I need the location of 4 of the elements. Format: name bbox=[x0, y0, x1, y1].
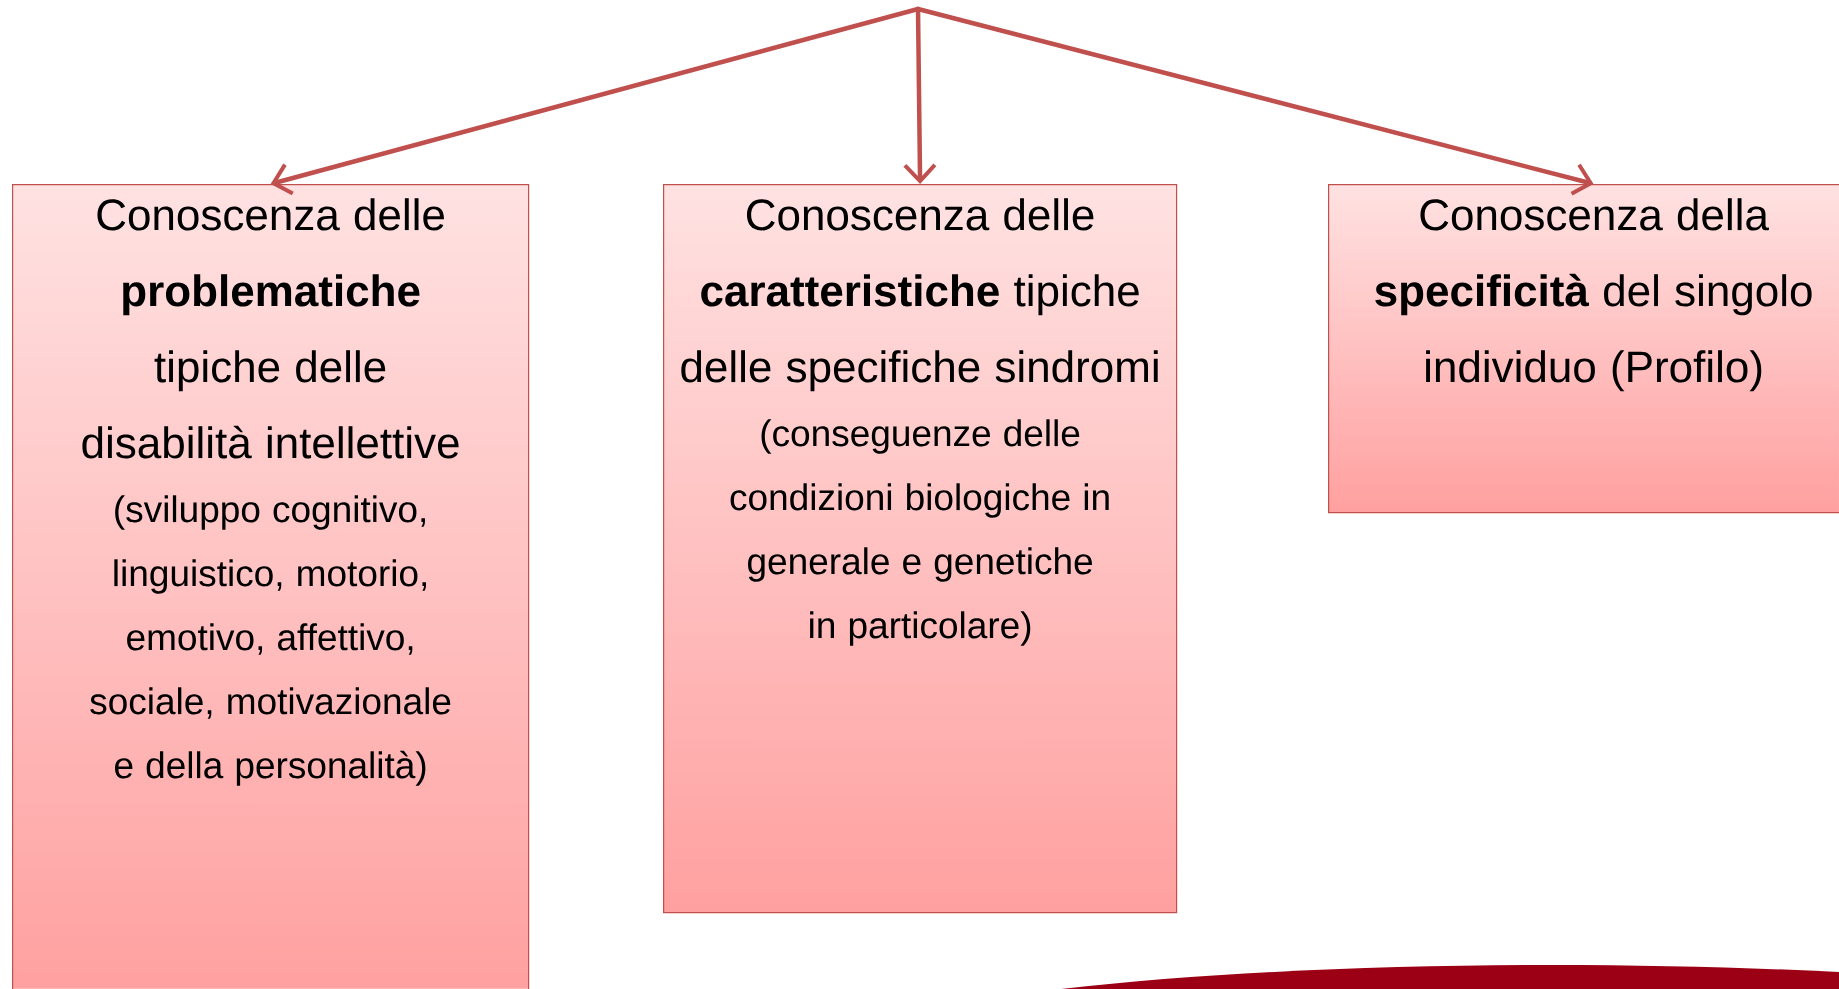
text-box: Conoscenza delle problematiche tipiche delle disabilità intellettive (sviluppo cognitivo, linguistico, motorio, emotivo, affettivo, sociale, motivazionale e della personalità) bbox=[12, 184, 530, 989]
text-box: Conoscenza delle caratteristiche tipiche delle specifiche sindromi (conseguenze delle condizioni biologiche in generale e genetiche in particolare) bbox=[663, 184, 1178, 914]
text-box: Conoscenza della specificità del singolo individuo (Profilo) bbox=[1328, 184, 1839, 514]
arrow bbox=[915, 6, 1594, 196]
